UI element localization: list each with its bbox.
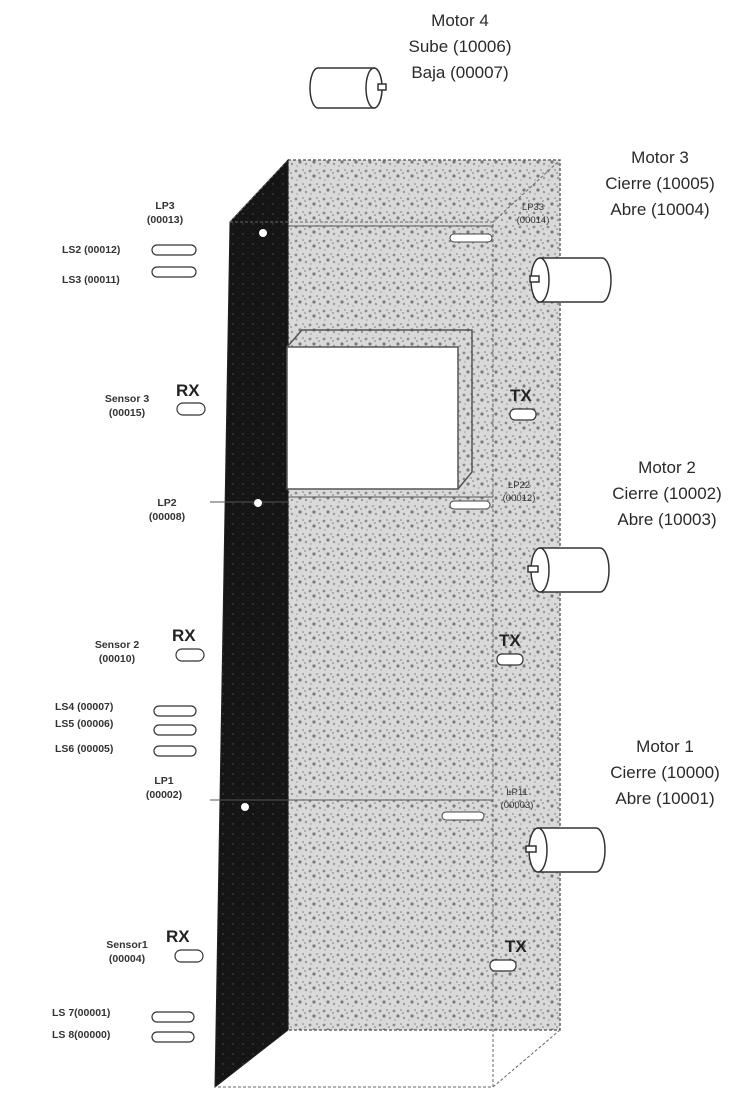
- switch-ls5: [153, 724, 197, 736]
- sensor3-label: Sensor 3 (00015): [104, 393, 150, 419]
- sensor1-label: Sensor1 (00004): [106, 939, 148, 965]
- lp1-label: LP1 (00002): [145, 775, 183, 801]
- lp2-label: LP2 (00008): [148, 497, 186, 523]
- tx-label-3: TX: [510, 386, 532, 405]
- switch-ls6: [153, 745, 197, 757]
- motor-1-cylinder: [525, 827, 606, 873]
- lamp-lp2: [254, 499, 262, 507]
- sensor2-label: Sensor 2 (00010): [94, 639, 140, 665]
- shaft-front-outline: [215, 221, 494, 1088]
- tx-label-1: TX: [505, 937, 527, 956]
- motor-4-cylinder: [309, 67, 387, 109]
- ls2-label: LS2 (00012): [62, 244, 121, 256]
- lamp-lp1: [241, 803, 249, 811]
- lamp-lp33: [449, 233, 493, 243]
- motor-2-label: Motor 2 Cierre (10002) Abre (10003): [612, 458, 722, 529]
- switch-ls7: [151, 1011, 195, 1023]
- tx-1: [489, 959, 517, 972]
- motor-4-label: Motor 4 Sube (10006) Baja (00007): [408, 11, 512, 82]
- lp3-label: LP3 (00013): [146, 200, 184, 226]
- lamp-lp22: [449, 500, 491, 510]
- rx-label-3: RX: [176, 381, 200, 400]
- lp11-label: LP11 (00003): [500, 787, 534, 811]
- lamp-lp3: [259, 229, 267, 237]
- lamp-lp11: [441, 811, 485, 821]
- switch-ls2: [151, 244, 197, 256]
- shaft-back-face: [287, 159, 561, 1031]
- motor-3-label: Motor 3 Cierre (10005) Abre (10004): [605, 148, 715, 219]
- switch-ls3: [151, 266, 197, 278]
- tx-label-2: TX: [499, 631, 521, 650]
- motor-1-label: Motor 1 Cierre (10000) Abre (10001): [610, 737, 720, 808]
- ls5-label: LS5 (00006): [55, 718, 114, 730]
- rx-sensor1: [174, 949, 204, 963]
- cabin: [286, 346, 459, 490]
- motor-3-cylinder: [529, 257, 612, 303]
- rx-sensor3: [176, 402, 206, 416]
- tx-2: [496, 653, 524, 666]
- shaft-left-panel: [214, 158, 289, 1089]
- rx-label-2: RX: [172, 626, 196, 645]
- rx-label-1: RX: [166, 927, 190, 946]
- lp22-label: LP22 (00012): [502, 480, 536, 504]
- switch-ls4: [153, 705, 197, 717]
- ls8-label: LS 8(00000): [52, 1029, 111, 1041]
- ls7-label: LS 7(00001): [52, 1007, 111, 1019]
- switch-ls8: [151, 1031, 195, 1043]
- rx-sensor2: [175, 648, 205, 662]
- tx-3: [509, 408, 537, 421]
- ls4-label: LS4 (00007): [55, 701, 114, 713]
- ls3-label: LS3 (00011): [62, 274, 120, 286]
- lp33-label: LP33 (00014): [516, 202, 550, 226]
- ls6-label: LS6 (00005): [55, 743, 114, 755]
- motor-2-cylinder: [527, 547, 610, 593]
